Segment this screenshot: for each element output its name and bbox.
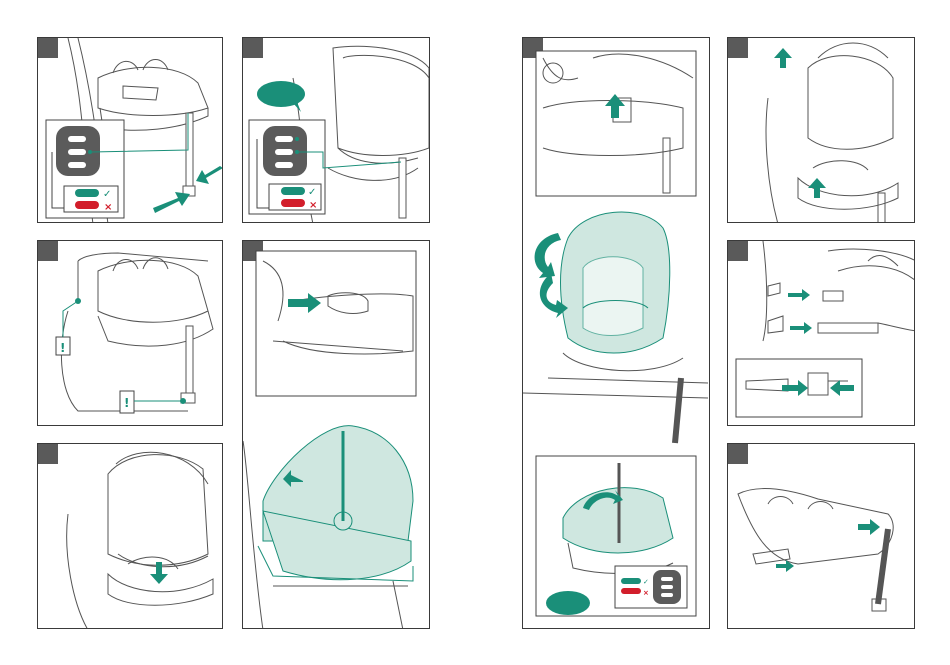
push-arrow-icon: [153, 192, 190, 213]
step-panel-base-install: ✓ ×: [37, 37, 223, 223]
error-cross-icon: ×: [643, 589, 649, 597]
ok-check-icon: ✓: [103, 189, 111, 200]
alert-icon: !: [124, 396, 129, 410]
push-arrow-icon: [196, 166, 223, 184]
support-leg-illustration: ! !: [38, 241, 223, 426]
right-arrow-icon: [790, 322, 812, 334]
alert-icon: !: [60, 341, 65, 355]
error-cross-icon: ×: [309, 200, 317, 211]
step-panel-release-seat: [242, 240, 430, 629]
step-panel-lift-carrier: [727, 37, 915, 223]
step-panel-isofix: [727, 240, 915, 426]
isofix-illustration: [728, 241, 915, 426]
base-install-illustration: ✓ ×: [38, 38, 223, 223]
up-arrow-icon: [774, 48, 792, 68]
right-arrow-icon: [788, 289, 810, 301]
carrier-rotate-illustration: ✓ ×: [523, 38, 710, 629]
seat-mounted-illustration: [38, 444, 223, 629]
release-seat-illustration: [243, 241, 430, 629]
ok-check-icon: ✓: [643, 578, 649, 586]
speech-bubble-icon: [257, 81, 305, 107]
step-panel-seat-on-base: ✓ ×: [242, 37, 430, 223]
ok-check-icon: ✓: [308, 187, 316, 198]
speech-bubble-icon: [546, 591, 590, 615]
seat-on-base-illustration: ✓ ×: [243, 38, 430, 223]
step-panel-support-leg-check: ! !: [37, 240, 223, 426]
rotate-arrow-icon: [535, 233, 561, 278]
base-leg-illustration: [728, 444, 915, 629]
step-panel-base-leg: [727, 443, 915, 629]
lift-carrier-illustration: [728, 38, 915, 223]
error-cross-icon: ×: [104, 202, 112, 213]
step-panel-seat-mounted: [37, 443, 223, 629]
step-panel-carrier-rotate: ✓ ×: [522, 37, 710, 629]
